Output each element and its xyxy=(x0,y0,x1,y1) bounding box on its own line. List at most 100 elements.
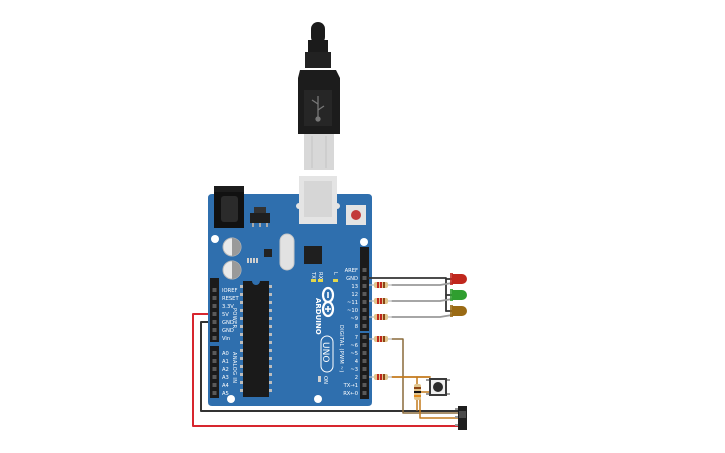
resistors xyxy=(369,282,392,380)
rx-label: RX xyxy=(317,272,323,280)
power-section-label: POWER xyxy=(231,308,237,329)
header-pin[interactable] xyxy=(212,375,217,379)
wire-pin7-switch xyxy=(391,338,459,414)
arduino-logo: ARDUINO UNO xyxy=(314,286,335,373)
wire-button-5v xyxy=(419,391,459,419)
wire-pin9-yellow-led xyxy=(391,314,453,318)
pin-label: A4 xyxy=(222,383,230,389)
power-jack xyxy=(214,186,244,228)
analog-header xyxy=(210,346,219,398)
resistor-array xyxy=(247,258,258,263)
header-pin[interactable] xyxy=(362,292,367,296)
pin-label: ~3 xyxy=(350,367,358,373)
pin-label: 5V xyxy=(222,312,229,318)
pin-label: 13 xyxy=(351,284,358,290)
wire-pin13-red-led xyxy=(391,282,453,286)
pin-label: GND xyxy=(222,320,234,326)
pin-label: A3 xyxy=(222,375,229,381)
led-wires xyxy=(368,277,459,419)
header-pin[interactable] xyxy=(212,312,217,316)
header-pin[interactable] xyxy=(212,367,217,371)
capacitors xyxy=(222,237,242,280)
pin-label: TX→1 xyxy=(343,383,358,389)
pin-label: A0 xyxy=(222,351,229,357)
yellow-led[interactable] xyxy=(450,305,467,317)
header-pin[interactable] xyxy=(362,335,367,339)
header-pin[interactable] xyxy=(362,383,367,387)
header-pin[interactable] xyxy=(362,284,367,288)
status-leds: TX RX L xyxy=(310,271,338,282)
pin-label: 12 xyxy=(351,292,358,298)
svg-text:UNO: UNO xyxy=(320,342,330,362)
pin-label: RX←0 xyxy=(343,391,358,397)
digital-header-bottom xyxy=(360,333,369,399)
pin-label: 4 xyxy=(355,359,359,365)
usb-socket xyxy=(296,176,340,224)
pin-label: GND xyxy=(346,276,358,282)
header-pin[interactable] xyxy=(212,320,217,324)
header-pin[interactable] xyxy=(362,351,367,355)
power-header xyxy=(210,278,219,342)
header-pin[interactable] xyxy=(362,375,367,379)
on-label: ON xyxy=(322,376,328,384)
red-led[interactable] xyxy=(450,273,467,285)
pin-label: 8 xyxy=(355,324,358,330)
pin-label: 2 xyxy=(355,375,358,381)
resistor xyxy=(369,336,392,342)
pin-label: 7 xyxy=(355,335,358,341)
usb-chip xyxy=(304,246,322,264)
arduino-uno-board: TX RX L ARDUINO UNO ON xyxy=(208,176,372,406)
resistor xyxy=(369,314,392,320)
resistor xyxy=(369,282,392,288)
crystal-oscillator xyxy=(279,233,295,271)
analog-section-label: ANALOG IN xyxy=(231,352,237,383)
l-label: L xyxy=(332,272,338,275)
header-pin[interactable] xyxy=(212,288,217,292)
voltage-regulator xyxy=(250,207,270,227)
resistor xyxy=(369,298,392,304)
header-pin[interactable] xyxy=(212,304,217,308)
digital-section-label: DIGITAL (PWM ~) xyxy=(338,325,344,373)
wire-5v-red xyxy=(192,313,460,427)
header-pin[interactable] xyxy=(362,308,367,312)
power-wires xyxy=(192,313,460,427)
pushbutton[interactable] xyxy=(426,378,450,396)
header-pin[interactable] xyxy=(212,383,217,387)
reset-button[interactable] xyxy=(346,205,366,225)
pin-label: IOREF xyxy=(222,288,237,294)
pulldown-resistor xyxy=(414,384,421,400)
header-pin[interactable] xyxy=(362,343,367,347)
slide-switch[interactable] xyxy=(455,406,467,430)
pin-label: 3.3V xyxy=(222,304,234,310)
header-pin[interactable] xyxy=(362,276,367,280)
header-pin[interactable] xyxy=(212,296,217,300)
led-group xyxy=(450,273,467,317)
header-pin[interactable] xyxy=(362,359,367,363)
header-pin[interactable] xyxy=(212,336,217,340)
header-pin[interactable] xyxy=(212,351,217,355)
header-pin[interactable] xyxy=(362,367,367,371)
header-pin[interactable] xyxy=(362,268,367,272)
pin-label: ~9 xyxy=(350,316,358,322)
green-led[interactable] xyxy=(450,289,467,301)
digital-header-top xyxy=(360,247,369,331)
header-pin[interactable] xyxy=(362,300,367,304)
pin-label: ~11 xyxy=(347,300,358,306)
pin-label: ~10 xyxy=(347,308,358,314)
on-led xyxy=(318,376,321,382)
usb-cable xyxy=(298,22,340,170)
usb-icon xyxy=(311,96,325,122)
header-pin[interactable] xyxy=(212,391,217,395)
header-pin[interactable] xyxy=(212,359,217,363)
header-pin[interactable] xyxy=(362,391,367,395)
atmega-chip xyxy=(240,281,272,397)
header-pin[interactable] xyxy=(362,324,367,328)
wire-pin11-green-led xyxy=(391,298,453,302)
tx-label: TX xyxy=(310,271,316,279)
pin-label: ~6 xyxy=(350,343,358,349)
pin-label: Vin xyxy=(222,336,230,342)
header-pin[interactable] xyxy=(362,316,367,320)
brand-label: ARDUINO xyxy=(314,298,322,335)
header-pin[interactable] xyxy=(212,328,217,332)
